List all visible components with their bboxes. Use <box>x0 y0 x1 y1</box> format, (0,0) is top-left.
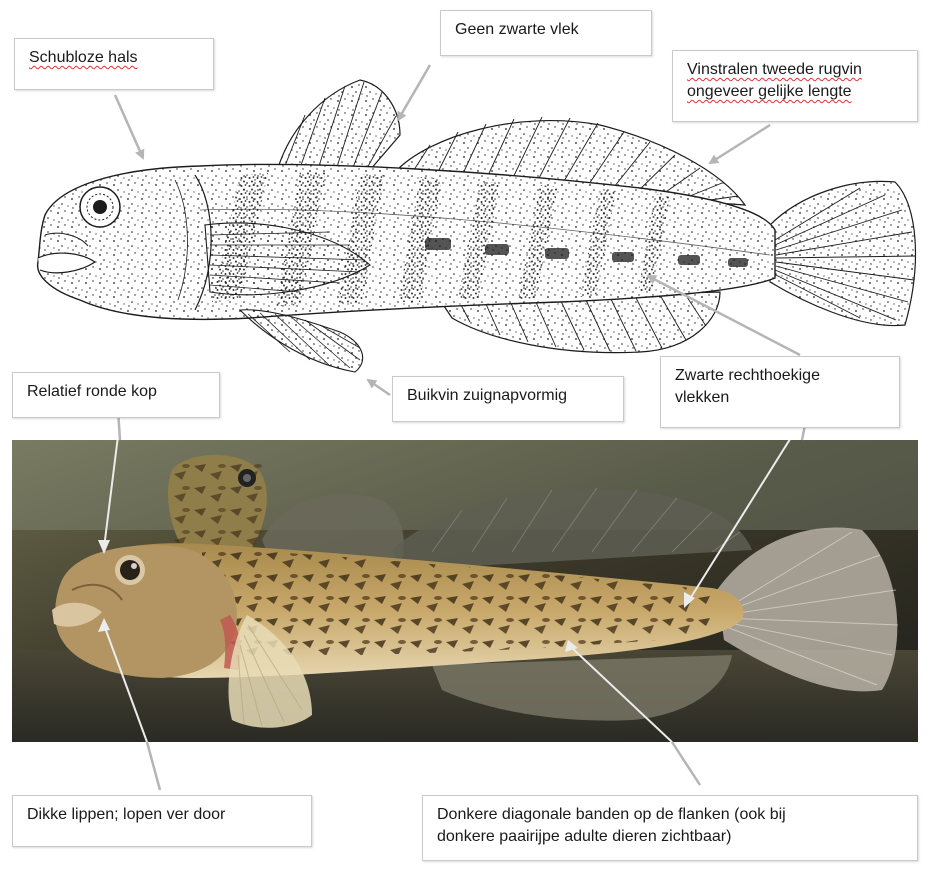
label-geen-zwarte-vlek: Geen zwarte vlek <box>440 10 652 56</box>
caudal-fin <box>770 181 916 325</box>
label-text-line1: Vinstralen tweede rugvin <box>687 59 903 81</box>
label-text-line1: Donkere diagonale banden op de flanken (… <box>437 804 903 826</box>
label-relatief-ronde-kop: Relatief ronde kop <box>12 372 220 418</box>
label-schubloze-hals: Schubloze hals <box>14 38 214 90</box>
label-vinstralen: Vinstralen tweede rugvin ongeveer gelijk… <box>672 50 918 122</box>
label-buikvin: Buikvin zuignapvormig <box>392 376 624 422</box>
fish-photo <box>12 440 918 742</box>
pelvic-fin <box>240 310 363 372</box>
label-text: Relatief ronde kop <box>27 381 205 403</box>
label-text: Geen zwarte vlek <box>455 19 637 41</box>
label-text-line2: ongeveer gelijke lengte <box>687 81 903 103</box>
label-donkere-diagonale-banden: Donkere diagonale banden op de flanken (… <box>422 795 918 861</box>
label-zwarte-rechthoekige-vlekken: Zwarte rechthoekige vlekken <box>660 356 900 428</box>
label-dikke-lippen: Dikke lippen; lopen ver door <box>12 795 312 847</box>
fish-eye <box>80 187 120 227</box>
label-text: Dikke lippen; lopen ver door <box>27 804 297 826</box>
background-fish <box>168 455 267 555</box>
label-text: Buikvin zuignapvormig <box>407 385 609 407</box>
label-text: Schubloze hals <box>29 47 199 69</box>
label-text-schubloze: Schubloze hals <box>29 49 138 66</box>
label-text-line2: vlekken <box>675 387 885 409</box>
label-text-line1: Zwarte rechthoekige <box>675 365 885 387</box>
label-text-line2: donkere paairijpe adulte dieren zichtbaa… <box>437 826 903 848</box>
first-dorsal-fin <box>278 80 400 170</box>
